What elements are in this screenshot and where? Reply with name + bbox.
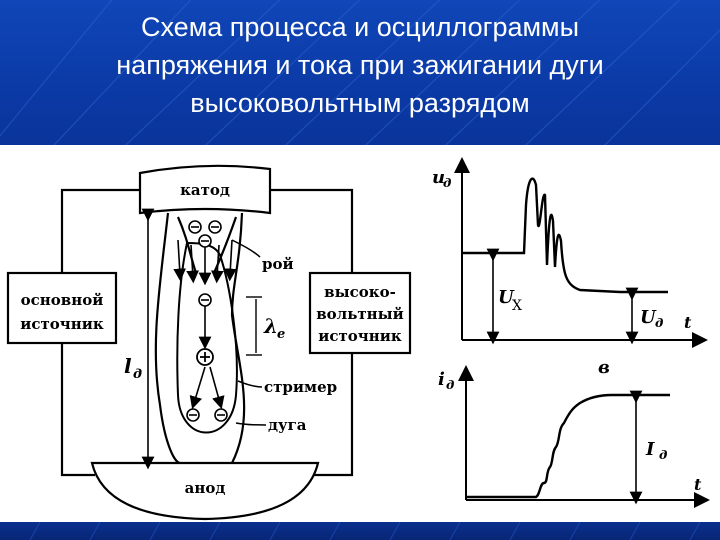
figure-area: катод анод основной источник высоко- вол… bbox=[0, 145, 720, 522]
swarm-funnel-left bbox=[176, 216, 198, 274]
ux-subscript: X bbox=[512, 298, 522, 314]
ion-marker bbox=[196, 348, 214, 366]
title-line-3: высоковольтным разрядом bbox=[190, 88, 530, 118]
current-y-label: i bbox=[438, 369, 445, 390]
hv-source-label-2: вольтный bbox=[316, 305, 404, 323]
hv-source-label-3: источник bbox=[318, 327, 402, 345]
circuit-wire-right bbox=[270, 188, 354, 273]
cathode-electrode bbox=[138, 164, 272, 215]
charge-markers bbox=[186, 220, 228, 422]
voltage-trace bbox=[462, 177, 668, 294]
current-y-subscript: д bbox=[446, 378, 454, 392]
title-line-1: Схема процесса и осциллограммы bbox=[140, 12, 580, 42]
main-source-label-2: источник bbox=[20, 315, 104, 333]
hv-source-label-1: высоко- bbox=[324, 283, 396, 301]
ud-subscript: д bbox=[655, 316, 663, 330]
id-subscript: д bbox=[659, 448, 667, 462]
schematic bbox=[60, 164, 354, 521]
arc-label: дуга bbox=[268, 416, 307, 434]
length-label: l bbox=[124, 354, 132, 378]
voltage-x-label: t bbox=[684, 313, 692, 332]
length-subscript: д bbox=[133, 367, 142, 382]
current-marker-label: в bbox=[598, 357, 610, 378]
ud-label: U bbox=[640, 307, 657, 328]
swarm-funnel-right bbox=[212, 216, 238, 274]
id-label: I bbox=[645, 439, 655, 460]
swarm-label: рой bbox=[262, 255, 294, 273]
circuit-wire-right-lower bbox=[310, 353, 354, 477]
hv-source-box bbox=[308, 271, 412, 355]
current-trace bbox=[466, 393, 670, 499]
electron-5 bbox=[186, 408, 200, 422]
electron-1 bbox=[188, 220, 202, 234]
streamer-label: стример bbox=[264, 378, 337, 396]
figure-svg: катод анод основной источник высоко- вол… bbox=[6, 157, 710, 521]
voltage-oscillogram bbox=[454, 157, 708, 348]
voltage-y-label: u bbox=[432, 167, 445, 188]
lambda-subscript: e bbox=[277, 327, 285, 342]
footer-rays bbox=[29, 522, 701, 540]
circuit-wire-left bbox=[60, 188, 140, 273]
electron-4 bbox=[198, 293, 212, 307]
electron-3 bbox=[198, 234, 212, 248]
banner-rays bbox=[0, 0, 720, 145]
voltage-y-subscript: д bbox=[443, 176, 451, 190]
title-line-2: напряжения и тока при зажигании дуги bbox=[116, 50, 604, 80]
electron-2 bbox=[208, 220, 222, 234]
streamer-outline bbox=[176, 241, 238, 434]
footer-band bbox=[0, 522, 720, 540]
current-x-label: t bbox=[694, 475, 702, 494]
anode-electrode bbox=[90, 461, 320, 521]
lambda-label: λ bbox=[263, 314, 278, 338]
anode-label: анод bbox=[185, 479, 226, 497]
page-title: Схема процесса и осциллограммы напряжени… bbox=[0, 8, 720, 122]
current-oscillogram bbox=[458, 365, 710, 508]
title-banner: Схема процесса и осциллограммы напряжени… bbox=[0, 0, 720, 145]
main-source-label-1: основной bbox=[21, 291, 104, 309]
ux-label: U bbox=[498, 287, 515, 308]
electron-6 bbox=[214, 408, 228, 422]
circuit-wire-left-lower bbox=[60, 343, 95, 477]
cathode-label: катод bbox=[180, 181, 230, 199]
main-source-box bbox=[6, 271, 118, 345]
